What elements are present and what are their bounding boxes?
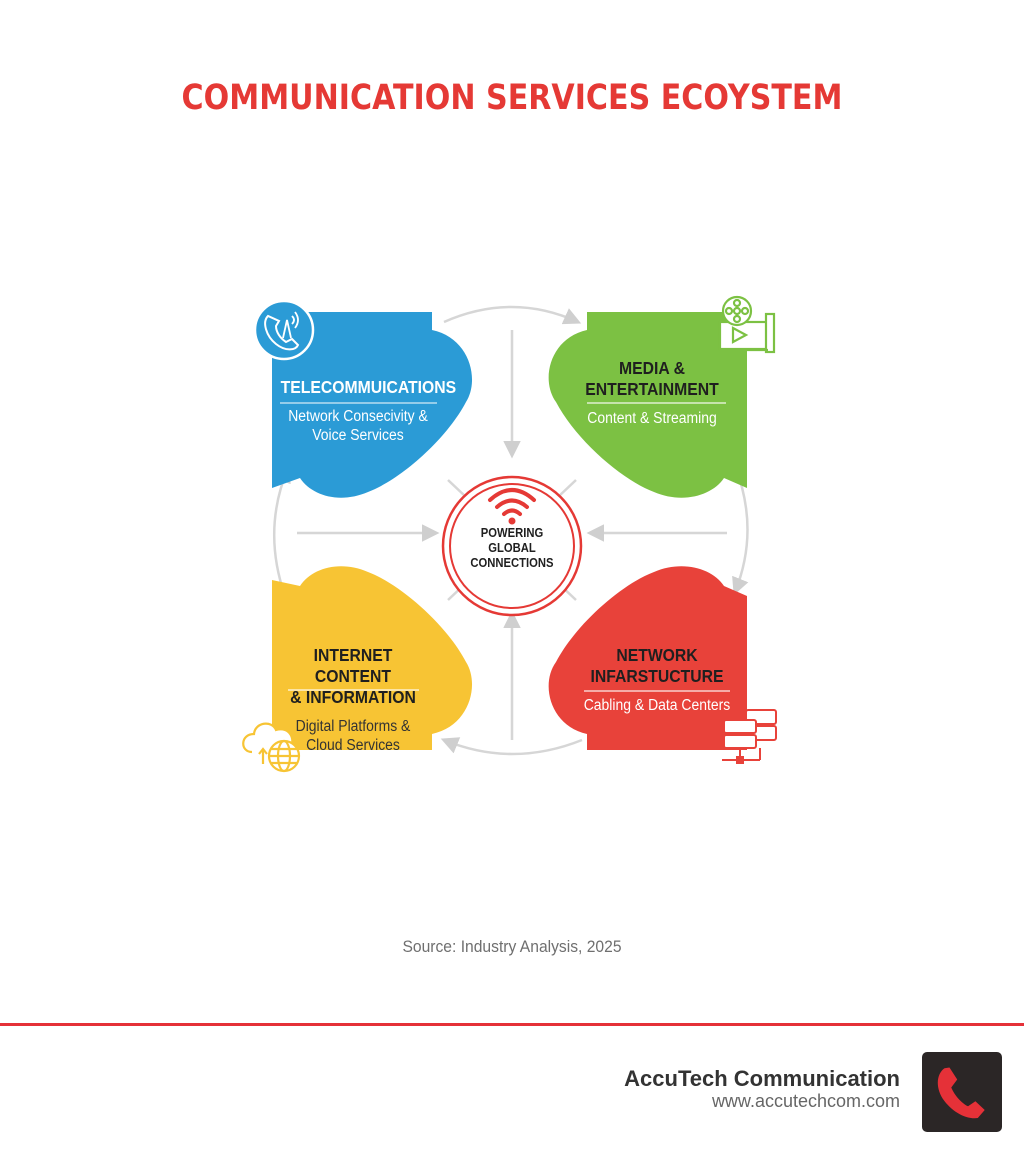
center-hub [441,475,583,617]
quadrant-subtitle: Digital Platforms & [295,718,411,735]
center-label-line: CONNECTIONS [470,556,554,570]
center-label-line: POWERING [480,526,544,540]
phone-tower-icon [253,299,315,361]
company-name: AccuTech Communication [624,1066,900,1091]
film-reel-icon [718,295,776,354]
quadrant-shape-media [548,312,747,498]
center-label: POWERING GLOBAL CONNECTIONS [467,526,557,571]
quadrant-shape-network [548,566,747,750]
quadrant-telecom: TELECOMMUICATIONS Network Consecivity & … [272,377,457,445]
quadrant-title: ENTERTAINMENT [585,379,719,399]
quadrant-title: MEDIA & [619,358,685,378]
wifi-icon [488,488,536,516]
server-rack-icon [722,709,777,764]
phone-handset-icon [937,1067,985,1119]
quadrant-internet: INTERNET CONTENT & INFORMATION Digital P… [268,645,438,755]
quadrant-subtitle: Voice Services [312,427,404,444]
quadrant-title: & INFORMATION [290,687,416,707]
page-title: COMMUNICATION SERVICES ECOYSTEM [181,78,843,118]
footer-divider [0,1023,1024,1026]
quadrant-media: MEDIA & ENTERTAINMENT Content & Streamin… [572,358,732,428]
quadrant-title: TELECOMMUICATIONS [280,377,457,397]
quadrant-title: INTERNET CONTENT [313,645,393,686]
center-label-line: GLOBAL [488,541,536,555]
quadrant-subtitle: Network Consecivity & [288,408,428,425]
source-caption: Source: Industry Analysis, 2025 [402,937,622,956]
quadrant-title: INFARSTUCTURE [590,666,724,686]
cloud-globe-icon [242,722,301,773]
quadrant-subtitle: Cabling & Data Centers [583,697,731,714]
quadrant-subtitle: Cloud Services [306,737,400,754]
quadrant-subtitle: Content & Streaming [587,410,717,427]
quadrant-shape-internet [272,566,473,750]
quadrant-shape-telecom [272,312,473,498]
quadrant-title: NETWORK [616,645,698,665]
quadrant-network: NETWORK INFARSTUCTURE Cabling & Data Cen… [572,645,742,715]
company-url[interactable]: www.accutechcom.com [711,1091,900,1111]
company-logo [922,1052,1002,1132]
